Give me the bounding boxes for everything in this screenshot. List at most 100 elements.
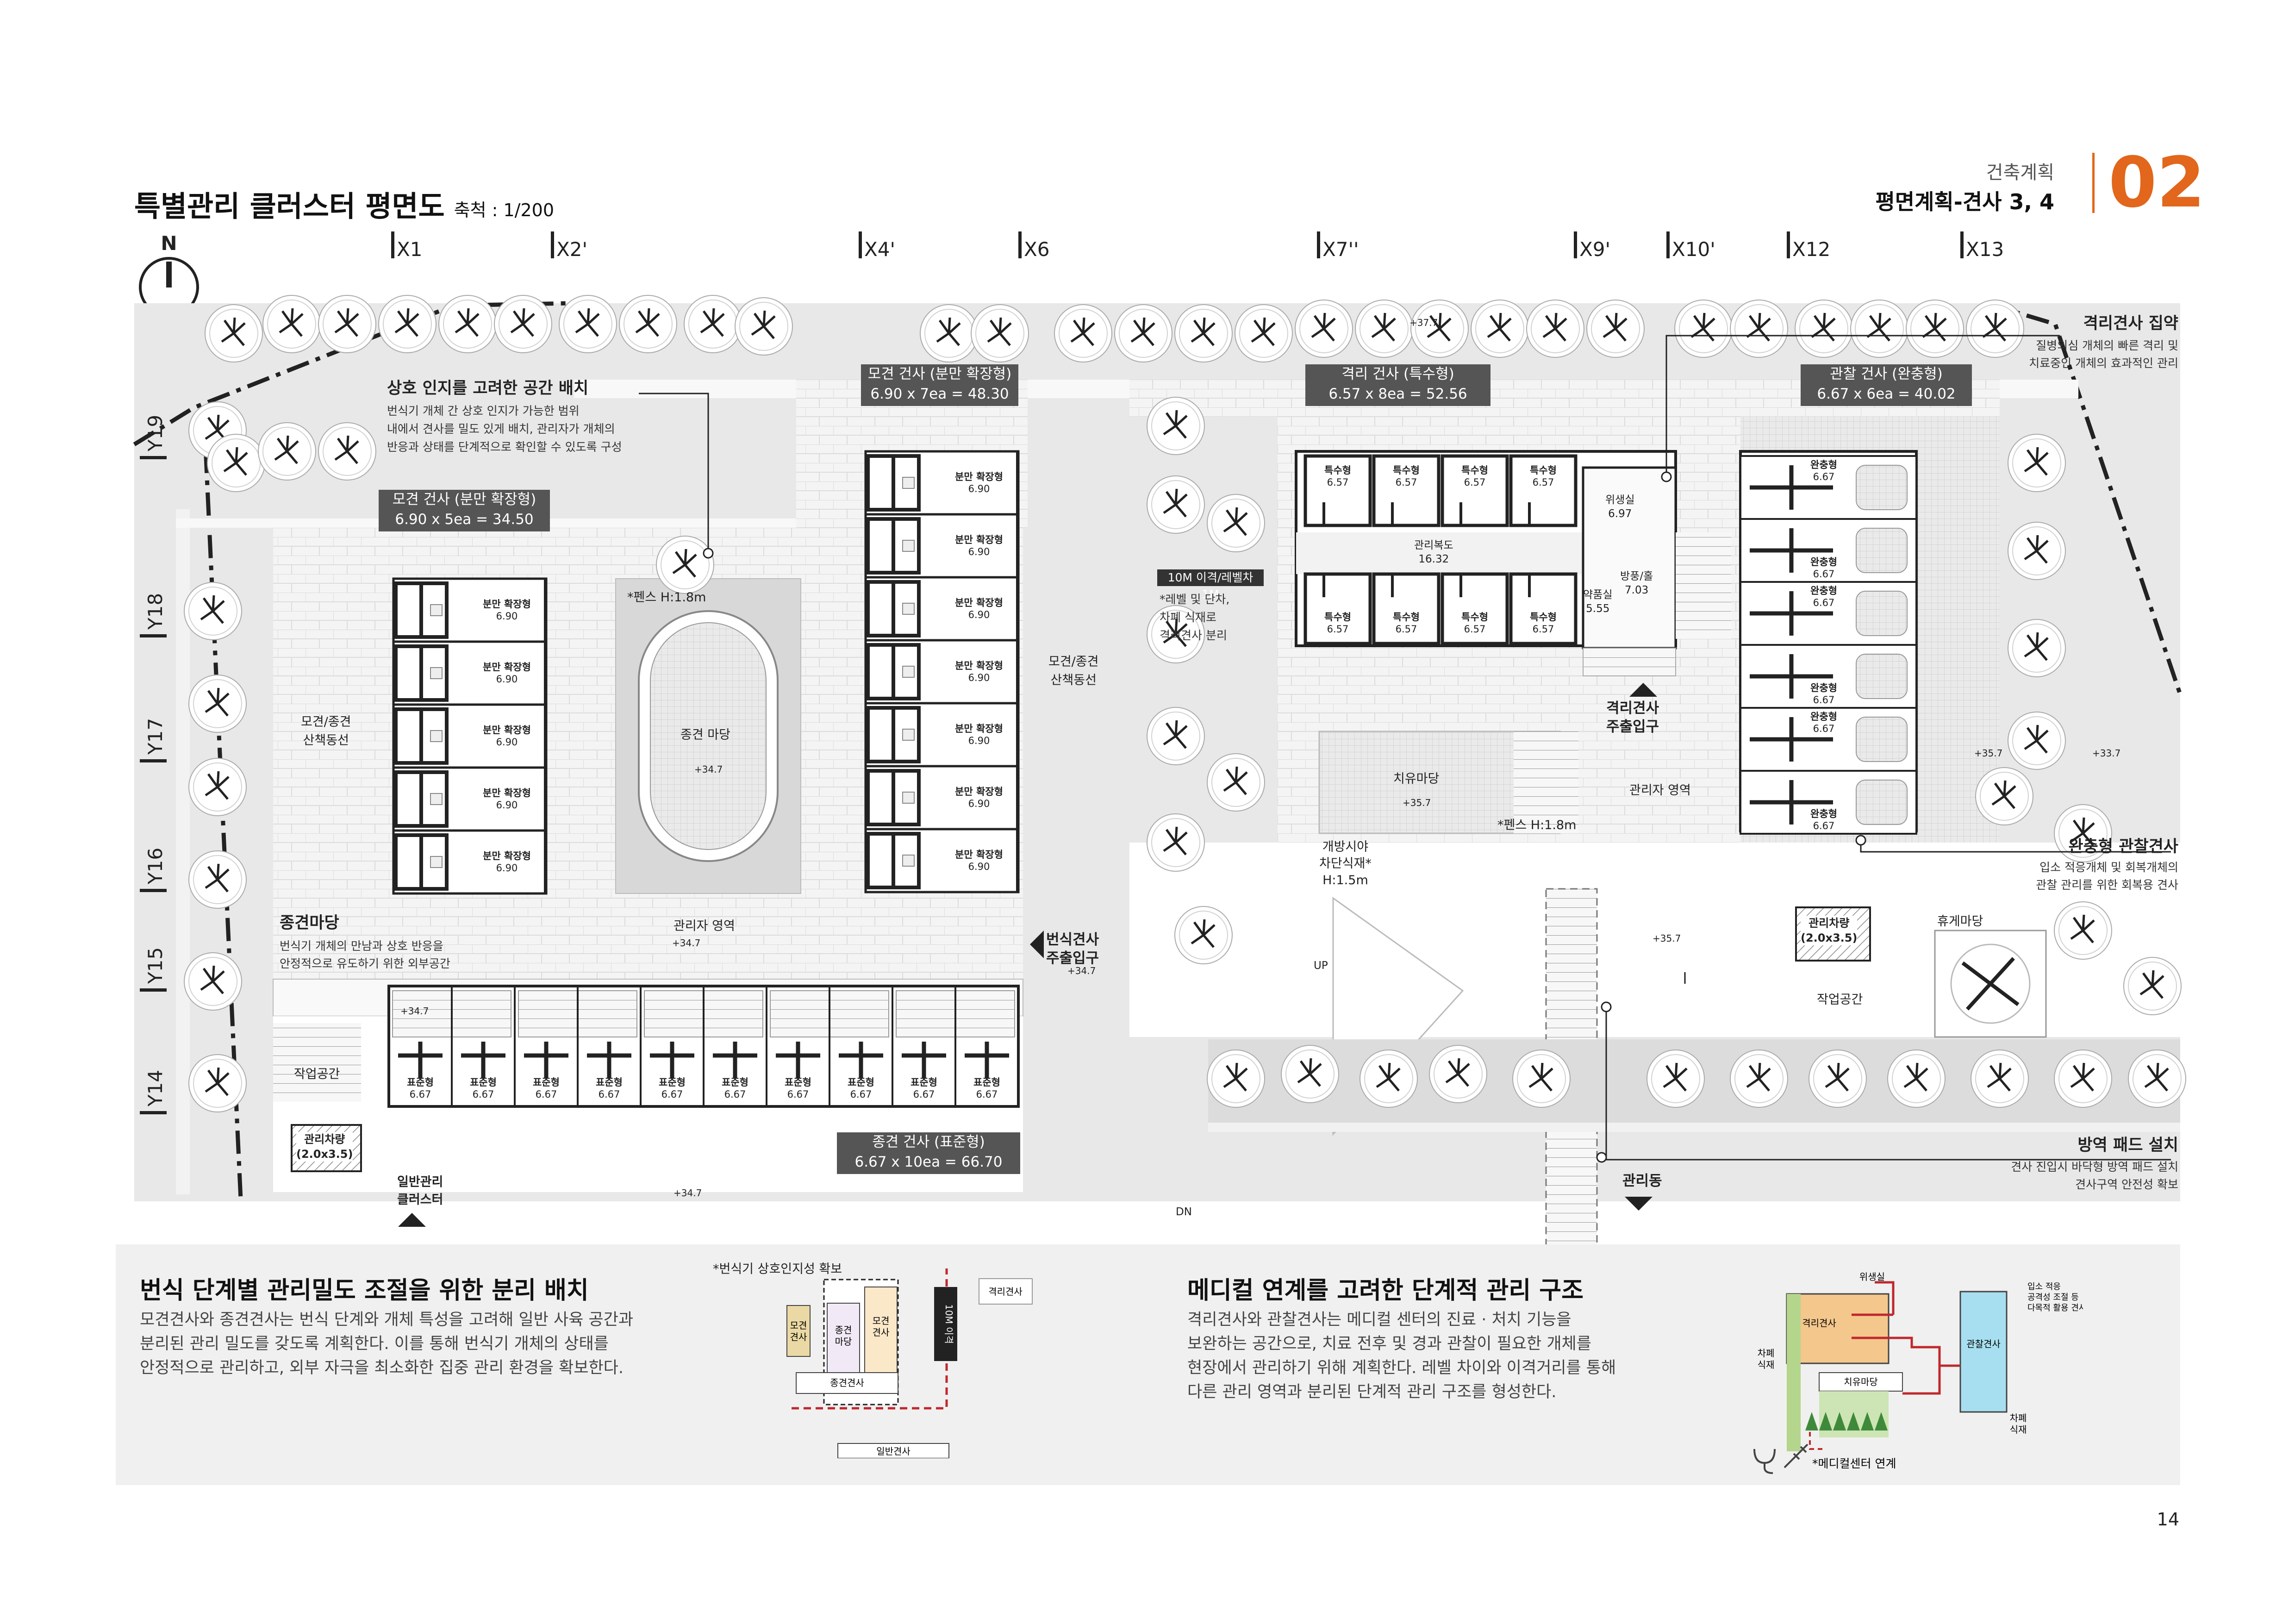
buffer-yard [1856,654,1908,699]
isolation-unit [1303,454,1372,527]
tree-icon [439,295,496,353]
tree-icon [1360,1050,1417,1107]
tree-icon [318,295,376,353]
grid-y-label: Y19 [144,415,167,452]
mini-note-3: 다목적 활용 견사 [2027,1303,2083,1313]
grid-y-marker [140,634,167,637]
medical-link-diagram: 위생실 격리견사 치유마당 관찰견사 차폐 식재 차폐 식재 입소 적응 공격성… [1753,1271,2083,1474]
iso-corridor [1296,532,1583,574]
grid-x-label: X4' [864,238,895,261]
tree-icon [1730,300,1788,357]
tree-icon [1295,300,1353,357]
leader-dot [1601,1001,1612,1012]
tree-icon [184,582,242,640]
tree-icon [207,434,265,492]
tree-icon [1966,300,2024,357]
grid-x-label: X6 [1024,238,1050,261]
tree-icon [189,851,246,908]
buffer-yard [1856,717,1908,762]
tree-icon [1235,305,1292,362]
tree-icon [1976,768,2033,825]
tree-icon [1429,1045,1487,1103]
isolation-unit [1303,572,1372,645]
box2-l2: 마당 [835,1336,852,1347]
kennel-bowl [902,603,915,615]
tree-icon [2128,1050,2186,1107]
tree-icon [1054,305,1112,362]
grid-y-marker [140,456,167,459]
buffer-yard [1856,528,1908,573]
tree-icon [1675,300,1732,357]
tree-icon [2054,1050,2112,1107]
kennel-bowl [430,793,443,805]
down-arrow-icon [398,1213,426,1227]
kennel-bowl [430,730,443,742]
standard-unit [954,985,1019,1107]
grid-x-marker [1574,231,1577,258]
tree-icon [205,305,262,362]
tree-icon [1513,1050,1570,1107]
sep-label: 10M 이격 [943,1304,954,1344]
kennel-bowl [902,666,915,678]
tree-icon [1175,305,1232,362]
tree-icon [494,295,552,353]
lower-road-edge [1208,1123,2180,1132]
tree-icon [1888,1050,1945,1107]
tree-icon [2008,619,2065,677]
breeding-block-left [392,577,548,895]
grid-x-marker [1787,231,1790,258]
grid-y-label: Y18 [144,593,167,630]
tree-icon [1281,1045,1339,1103]
tree-icon [971,305,1029,362]
tree-icon [1147,707,1204,765]
tree-icon [1730,1050,1788,1107]
box3-l2: 견사 [873,1327,890,1338]
tree-icon [1207,754,1265,811]
grid-x-marker [1666,231,1670,258]
page-title-text: 특별관리 클러스터 평면도 [134,189,445,223]
kennel-bowl [902,729,915,741]
tree-icon [189,758,246,816]
isolation-unit [1372,454,1441,527]
right-top-path [1129,380,2000,417]
tree-icon [1355,300,1413,357]
grid-x-marker [391,231,394,258]
tree-icon [184,953,242,1010]
stud-label: 종견견사 [830,1377,864,1388]
grid-y-label: Y17 [144,718,167,755]
mini-healing: 치유마당 [1844,1376,1878,1387]
grid-x-label: X9' [1579,238,1610,261]
grid-x-label: X7'' [1322,238,1359,261]
section-number: 02 [2108,143,2205,223]
tree-icon [2008,712,2065,769]
healing-stair [1514,731,1578,833]
isolation-label: 격리견사 [988,1286,1023,1297]
mini-isolation: 격리견사 [1802,1318,1836,1329]
tree-icon [1175,906,1232,964]
tree-icon [263,295,320,353]
box1-l1: 모견 [790,1320,807,1331]
diagram-caption: *번식기 상호인지성 확보 [713,1262,842,1276]
tree-icon [2124,957,2181,1015]
tree-icon [1971,1050,2028,1107]
tree-icon [1207,1050,1265,1107]
breeding-block-right [864,450,1020,893]
tree-icon [2054,902,2112,959]
leader-dot [1661,471,1672,482]
mini-screen-left-2: 식재 [1758,1359,1775,1370]
tree-icon [189,1055,246,1112]
kennel-bowl [902,792,915,804]
mini-medical: *메디컬센터 연계 [1812,1457,1896,1470]
grid-y-marker [140,759,167,762]
tree-icon [920,305,978,362]
stethoscope-icon [1753,1449,1776,1474]
stud-yard-field [650,622,767,850]
left-heading: 번식 단계별 관리밀도 조절을 위한 분리 배치 [140,1277,589,1305]
iso-service-rooms [1582,466,1677,650]
syringe-icon [1784,1443,1809,1468]
tree-icon [656,536,714,593]
kennel-bowl [430,856,443,868]
breeding-separation-diagram: *번식기 상호인지성 확보 모견 견사 종견 마당 모견 견사 10M 이격 격… [713,1262,1033,1458]
